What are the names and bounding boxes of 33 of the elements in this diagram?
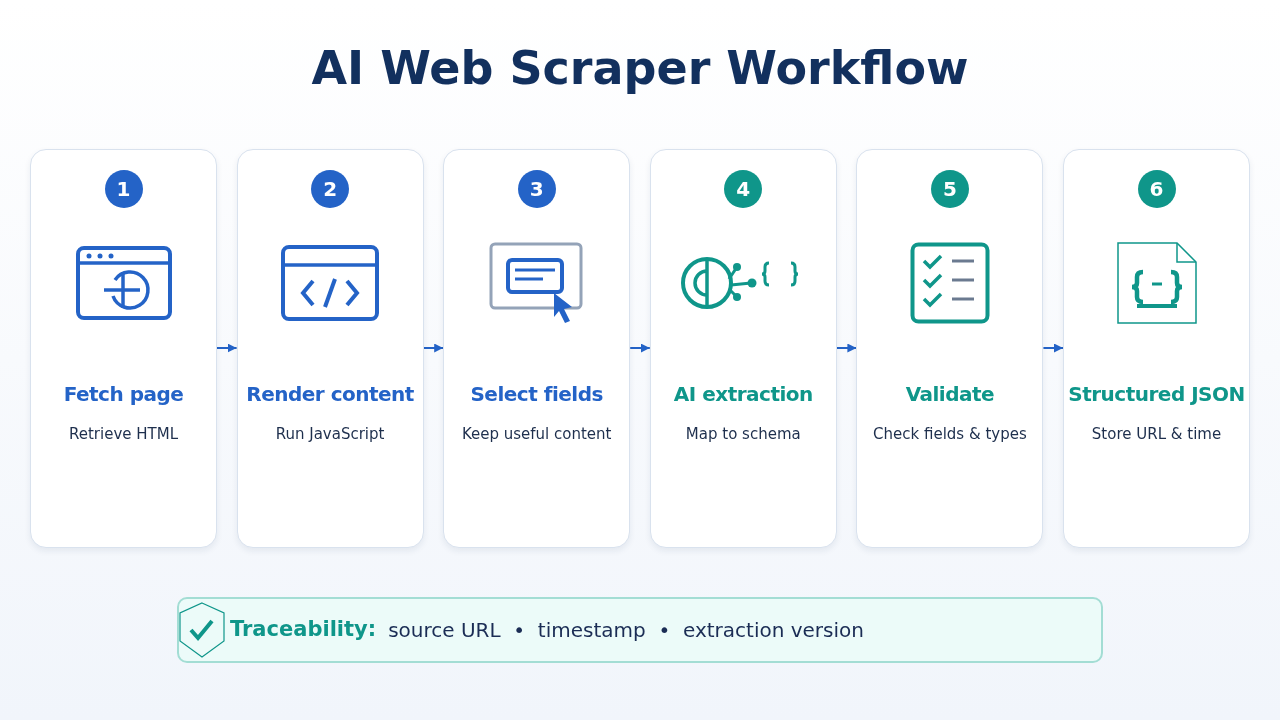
step-title: Validate [905, 382, 995, 407]
arrow [216, 343, 238, 353]
step-title: Render content [246, 382, 414, 407]
step-description: Store URL & time [1090, 424, 1223, 445]
step-card [443, 149, 631, 548]
step-number: 4 [724, 170, 763, 208]
step-description: Map to schema [684, 424, 802, 445]
step-card [236, 149, 424, 548]
banner-heading: Traceability: [230, 616, 377, 644]
step-card [30, 149, 217, 548]
arrow [1042, 343, 1064, 353]
arrow [629, 343, 651, 353]
arrow [835, 343, 858, 353]
step-number: 1 [104, 170, 143, 208]
traceability-banner [177, 597, 1103, 663]
step-description: Keep useful content [460, 424, 613, 445]
step-title: Select fields [470, 382, 603, 407]
step-number: 2 [311, 170, 350, 208]
step-number: 5 [930, 170, 969, 208]
arrow [422, 343, 445, 353]
step-card [649, 149, 837, 548]
step-card [1063, 149, 1250, 548]
step-description: Check fields & types [872, 424, 1028, 445]
step-title: Structured JSON [1068, 382, 1245, 407]
title: AI Web Scraper Workflow [310, 40, 970, 97]
step-title: Fetch page [63, 382, 184, 407]
banner-text: source URL • timestamp • extraction version [388, 617, 864, 644]
step-number: 6 [1137, 170, 1176, 208]
step-title: AI extraction [673, 382, 813, 407]
step-description: Run JavaScript [274, 424, 386, 445]
step-card [856, 149, 1044, 548]
step-description: Retrieve HTML [67, 424, 179, 445]
step-number: 3 [517, 170, 556, 208]
